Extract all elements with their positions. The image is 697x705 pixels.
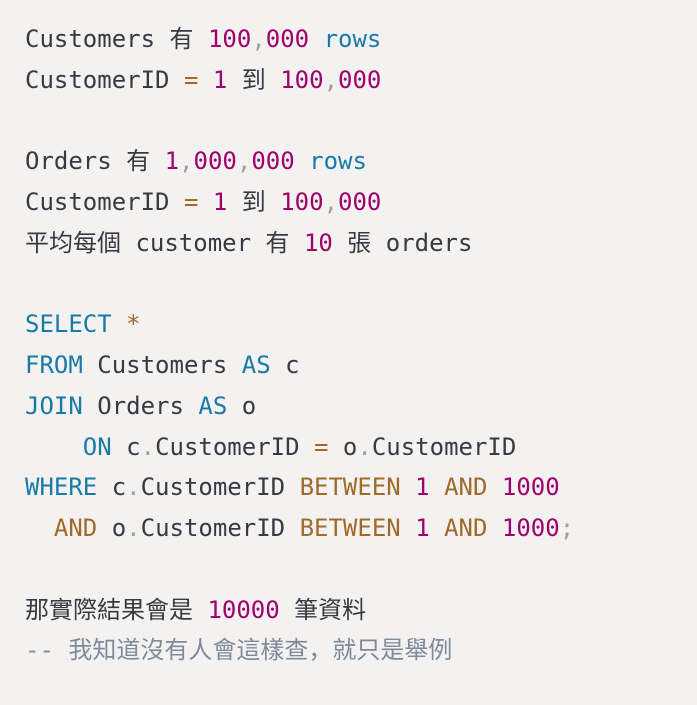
code-token bbox=[198, 66, 212, 94]
code-token: rows bbox=[323, 25, 382, 53]
code-token: 平均每個 customer 有 bbox=[25, 228, 304, 257]
code-token: 000 bbox=[265, 25, 310, 53]
code-token: 1 bbox=[212, 65, 228, 94]
code-token: 1000 bbox=[501, 473, 560, 502]
code-token: Customers bbox=[82, 351, 242, 379]
code-line: 平均每個 customer 有 10 張 orders bbox=[25, 223, 672, 264]
code-token: 到 bbox=[227, 65, 281, 94]
code-line: 那實際結果會是 10000 筆資料 bbox=[25, 590, 672, 631]
code-token: AND bbox=[444, 514, 488, 542]
code-token: CustomerID bbox=[25, 188, 184, 216]
code-token: rows bbox=[309, 147, 367, 176]
code-line: JOIN Orders AS o bbox=[25, 386, 672, 427]
code-token: CustomerID bbox=[155, 432, 315, 461]
code-line: CustomerID = 1 到 100,000 bbox=[25, 60, 672, 101]
code-token: , bbox=[323, 65, 339, 94]
code-token: . bbox=[126, 473, 141, 502]
code-line bbox=[25, 101, 672, 142]
code-token: , bbox=[251, 25, 266, 53]
code-token: -- 我知道沒有人會這樣查，就只是舉例 bbox=[25, 636, 453, 665]
code-token: 10 bbox=[303, 228, 333, 257]
code-token: o bbox=[328, 432, 358, 461]
code-token bbox=[401, 514, 415, 542]
code-token: , bbox=[179, 147, 194, 176]
code-token: 到 bbox=[227, 188, 281, 216]
code-line: Orders 有 1,000,000 rows bbox=[25, 141, 672, 182]
code-token: c bbox=[97, 473, 127, 502]
code-token: . bbox=[140, 432, 156, 461]
code-line: Customers 有 100,000 rows bbox=[25, 19, 672, 60]
code-token bbox=[430, 514, 444, 542]
code-token: * bbox=[126, 310, 141, 339]
code-token bbox=[487, 514, 501, 542]
code-token: c bbox=[270, 351, 300, 379]
code-token: 筆資料 bbox=[279, 595, 367, 624]
code-token: 1 bbox=[164, 147, 180, 176]
code-token: BETWEEN bbox=[299, 473, 401, 502]
code-token bbox=[25, 514, 54, 542]
code-token: 100 bbox=[280, 65, 324, 94]
code-token: 1 bbox=[415, 514, 430, 542]
code-token: 那實際結果會是 bbox=[25, 595, 208, 624]
code-token: Customers 有 bbox=[25, 25, 208, 53]
code-token: 000 bbox=[338, 65, 382, 94]
code-token: c bbox=[111, 432, 141, 461]
code-token: Orders 有 bbox=[25, 147, 165, 176]
code-line bbox=[25, 264, 672, 305]
code-token: 000 bbox=[193, 147, 237, 176]
code-token bbox=[25, 433, 83, 461]
code-token: ; bbox=[559, 514, 575, 542]
code-token: CustomerID bbox=[25, 65, 184, 94]
code-line: -- 我知道沒有人會這樣查，就只是舉例 bbox=[25, 630, 672, 671]
code-token: AND bbox=[444, 473, 488, 502]
code-line bbox=[25, 549, 672, 590]
code-token: BETWEEN bbox=[299, 514, 401, 542]
code-line: CustomerID = 1 到 100,000 bbox=[25, 182, 672, 223]
code-line: FROM Customers AS c bbox=[25, 345, 672, 386]
code-token: WHERE bbox=[25, 473, 98, 502]
code-line: WHERE c.CustomerID BETWEEN 1 AND 1000 bbox=[25, 467, 672, 508]
code-token: CustomerID bbox=[140, 514, 300, 542]
code-token bbox=[401, 473, 415, 501]
code-line: ON c.CustomerID = o.CustomerID bbox=[25, 427, 672, 468]
code-line: AND o.CustomerID BETWEEN 1 AND 1000; bbox=[25, 508, 672, 549]
code-token: . bbox=[357, 432, 372, 461]
code-token: 100 bbox=[207, 25, 252, 53]
code-token bbox=[487, 473, 501, 501]
code-token: FROM bbox=[25, 351, 83, 379]
code-token: 000 bbox=[338, 188, 382, 216]
code-token: SELECT bbox=[25, 310, 112, 339]
code-token: = bbox=[183, 188, 199, 216]
code-token: 張 orders bbox=[332, 228, 473, 257]
code-token: o bbox=[227, 391, 257, 420]
code-token: = bbox=[183, 65, 199, 94]
code-token: o bbox=[97, 514, 127, 542]
code-token: 000 bbox=[251, 147, 295, 176]
code-token: , bbox=[323, 188, 339, 216]
code-token bbox=[430, 473, 444, 501]
code-token: ON bbox=[82, 432, 112, 461]
code-token: CustomerID bbox=[140, 473, 300, 502]
code-token: AS bbox=[198, 391, 228, 420]
code-token: AND bbox=[53, 514, 98, 542]
code-token: 100 bbox=[280, 188, 324, 216]
code-token bbox=[198, 188, 212, 216]
code-token: , bbox=[236, 147, 252, 176]
code-token: 1000 bbox=[501, 514, 560, 542]
code-token: 1 bbox=[415, 473, 430, 502]
code-token: Orders bbox=[82, 391, 199, 420]
code-token: JOIN bbox=[25, 391, 83, 420]
code-line: SELECT * bbox=[25, 304, 672, 345]
code-token: = bbox=[314, 432, 329, 461]
code-token: 10000 bbox=[207, 595, 280, 624]
code-token bbox=[295, 147, 309, 175]
code-token: . bbox=[126, 514, 141, 542]
code-token: AS bbox=[241, 351, 271, 379]
code-token bbox=[112, 310, 126, 338]
code-token bbox=[309, 25, 323, 53]
code-token: CustomerID bbox=[371, 432, 517, 461]
code-token: 1 bbox=[212, 188, 228, 216]
